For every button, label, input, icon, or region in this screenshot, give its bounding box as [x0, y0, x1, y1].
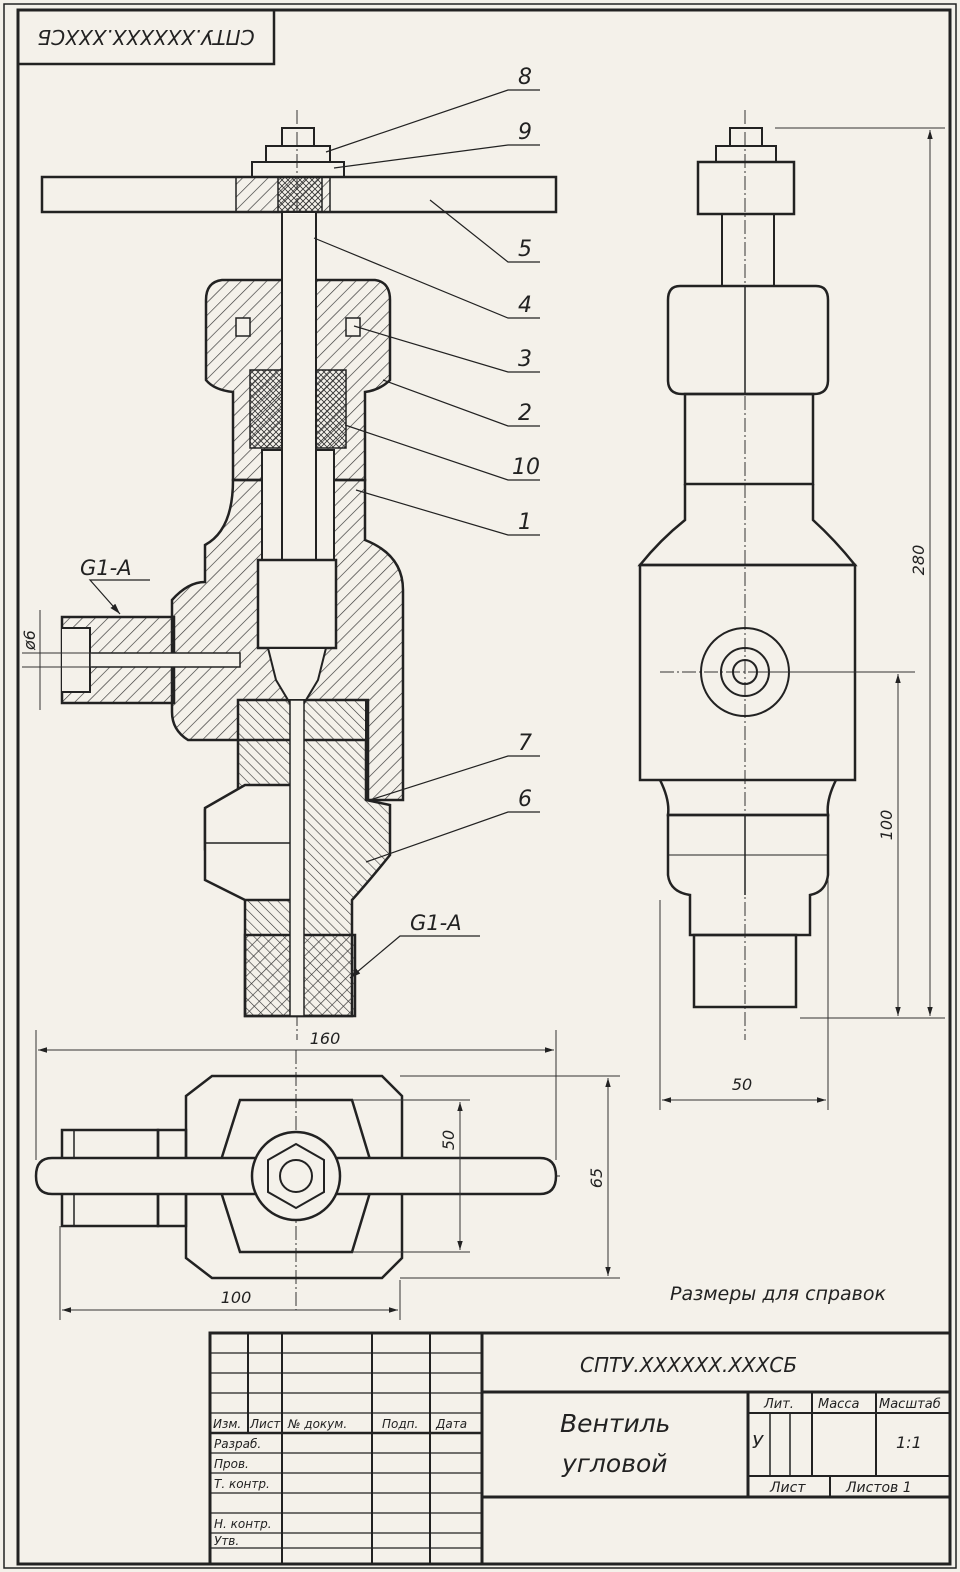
dim-50-plan: 50 — [439, 1130, 458, 1150]
tb-designation: СПТУ.XXXXXX.XXXСБ — [580, 1353, 797, 1377]
tb-col-izm: Изм. — [213, 1417, 241, 1431]
tb-mass-header: Масса — [818, 1397, 859, 1412]
thread-bottom: G1-A — [410, 911, 462, 935]
title-block-text: СПТУ.XXXXXX.XXXСБ Вентиль угловой Изм. Л… — [213, 1353, 941, 1548]
tb-col-sign: Подп. — [382, 1417, 418, 1431]
dim-280: 280 — [909, 545, 928, 576]
thread-labels: G1-A G1-A ø6 — [20, 556, 480, 979]
tb-role-ncontrol: Н. контр. — [214, 1517, 272, 1531]
front-section-view — [40, 110, 558, 1040]
plan-view — [34, 1050, 560, 1310]
callout-3: 3 — [518, 347, 532, 372]
callout-5: 5 — [518, 237, 532, 262]
corner-stamp: СПТУ.XXXXXX.XXXСБ — [16, 8, 276, 66]
dim-160: 160 — [310, 1029, 341, 1048]
thread-side: G1-A — [80, 556, 132, 580]
callout-4: 4 — [518, 293, 532, 318]
tb-scale-value: 1:1 — [896, 1433, 922, 1452]
dim-100-vertical: 100 — [877, 810, 896, 841]
callout-9: 9 — [518, 120, 532, 145]
callouts: 8 9 5 4 3 2 10 1 7 6 — [512, 65, 540, 812]
side-dimensions: 280 100 50 — [659, 127, 945, 1110]
tb-sheet-label: Лист — [769, 1480, 806, 1496]
tb-role-develop: Разраб. — [214, 1437, 261, 1451]
callout-2: 2 — [518, 401, 532, 426]
callout-10: 10 — [512, 455, 540, 480]
side-view — [637, 110, 858, 1040]
tb-name-line1: Вентиль — [560, 1409, 670, 1438]
title-block — [208, 1331, 952, 1566]
callout-7: 7 — [518, 731, 532, 756]
reference-note: Размеры для справок — [670, 1283, 886, 1305]
tb-sheets-label: Листов 1 — [845, 1480, 912, 1496]
corner-stamp-text: СПТУ.XXXXXX.XXXСБ — [37, 25, 254, 49]
callout-6: 6 — [518, 787, 532, 812]
tb-lit-value: У — [752, 1432, 764, 1453]
tb-role-tcontrol: Т. контр. — [214, 1477, 270, 1491]
spindle — [281, 211, 317, 573]
tb-role-check: Пров. — [214, 1457, 249, 1471]
dim-100-plan: 100 — [221, 1288, 252, 1307]
tb-role-approve: Утв. — [214, 1534, 239, 1548]
callout-1: 1 — [518, 510, 532, 535]
tb-lit-header: Лит. — [763, 1397, 794, 1412]
tb-col-list: Лист — [249, 1417, 281, 1431]
tb-col-date: Дата — [435, 1417, 467, 1431]
outer-border — [3, 3, 957, 1569]
dim-65: 65 — [587, 1168, 606, 1188]
callout-leaders — [313, 89, 540, 863]
tb-name-line2: угловой — [561, 1449, 667, 1478]
callout-8: 8 — [518, 65, 532, 90]
diameter-label: ø6 — [20, 630, 39, 651]
tb-col-doc: № докум. — [287, 1417, 347, 1431]
plan-dimensions: 160 100 65 50 — [35, 1029, 620, 1320]
dim-50-side: 50 — [732, 1075, 752, 1094]
tb-scale-header: Масштаб — [879, 1397, 941, 1412]
